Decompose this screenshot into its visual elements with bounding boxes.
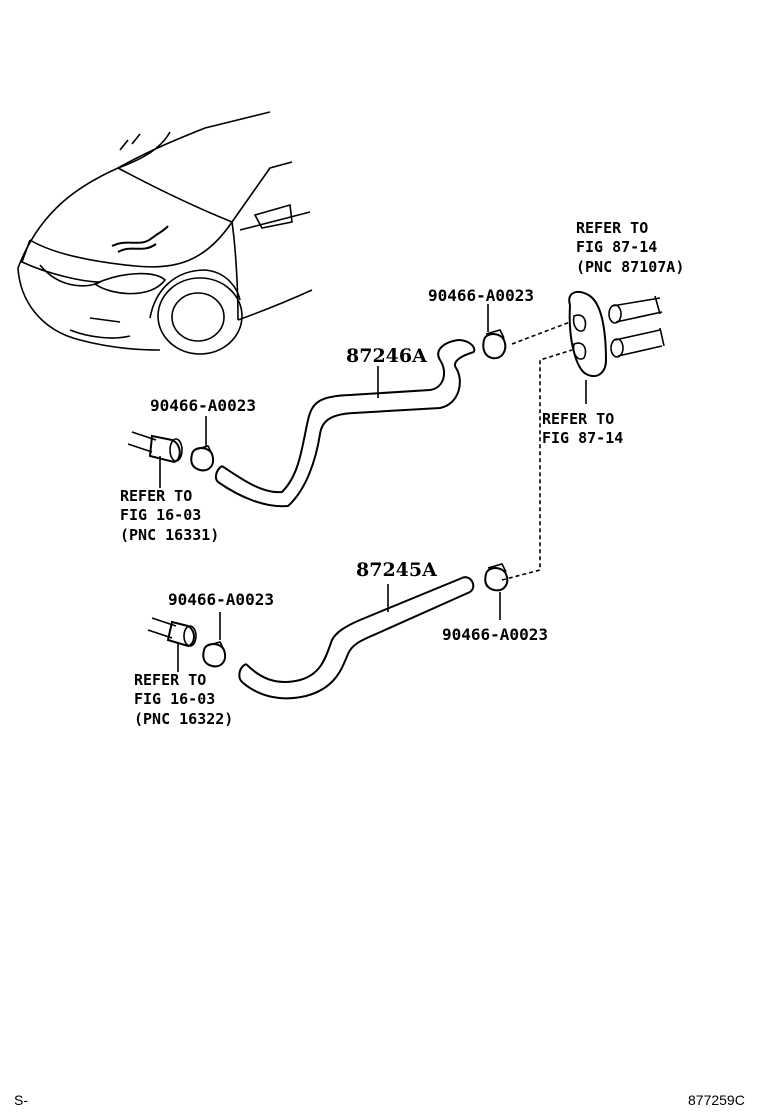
footer-left-code: S-	[14, 1092, 28, 1108]
refer-note-upper-left: REFER TO FIG 16-03 (PNC 16331)	[120, 487, 219, 544]
dashed-leader-upper	[511, 321, 571, 345]
hose-part-number-upper: 87246A	[346, 345, 427, 367]
vehicle-illustration	[17, 111, 313, 355]
refer-note-top-right: REFER TO FIG 87-14 (PNC 87107A)	[576, 219, 684, 276]
clamp-lower-right	[484, 563, 509, 620]
illustration-id: 877259C	[688, 1092, 745, 1108]
clip-part-number-upper-right: 90466-A0023	[428, 286, 534, 305]
refer-line: REFER TO	[120, 487, 192, 505]
refer-line: (PNC 16322)	[134, 710, 233, 728]
refer-line: REFER TO	[134, 671, 206, 689]
refer-line: (PNC 87107A)	[576, 258, 684, 276]
clamp-lower-left	[202, 612, 226, 668]
dashed-leader-lower	[501, 349, 573, 581]
hose-part-number-lower: 87245A	[356, 559, 437, 581]
refer-note-lower-left: REFER TO FIG 16-03 (PNC 16322)	[134, 671, 233, 728]
refer-line: FIG 16-03	[120, 506, 201, 524]
refer-line: FIG 87-14	[542, 429, 623, 447]
clip-part-number-upper-left: 90466-A0023	[150, 396, 256, 415]
clamp-upper-right	[482, 304, 507, 360]
clamp-upper-left	[190, 416, 214, 472]
refer-line: (PNC 16331)	[120, 526, 219, 544]
refer-line: REFER TO	[576, 219, 648, 237]
pipe-upper-left	[127, 431, 183, 488]
clip-part-number-lower-left: 90466-A0023	[168, 590, 274, 609]
heater-pipe-junction	[568, 290, 665, 378]
refer-line: FIG 87-14	[576, 238, 657, 256]
pipe-lower-left	[147, 617, 197, 672]
refer-line: REFER TO	[542, 410, 614, 428]
refer-line: FIG 16-03	[134, 690, 215, 708]
hose-87245a	[238, 576, 475, 700]
refer-note-mid-right: REFER TO FIG 87-14	[542, 410, 623, 447]
hose-87246a	[214, 339, 476, 508]
clip-part-number-lower-right: 90466-A0023	[442, 625, 548, 644]
